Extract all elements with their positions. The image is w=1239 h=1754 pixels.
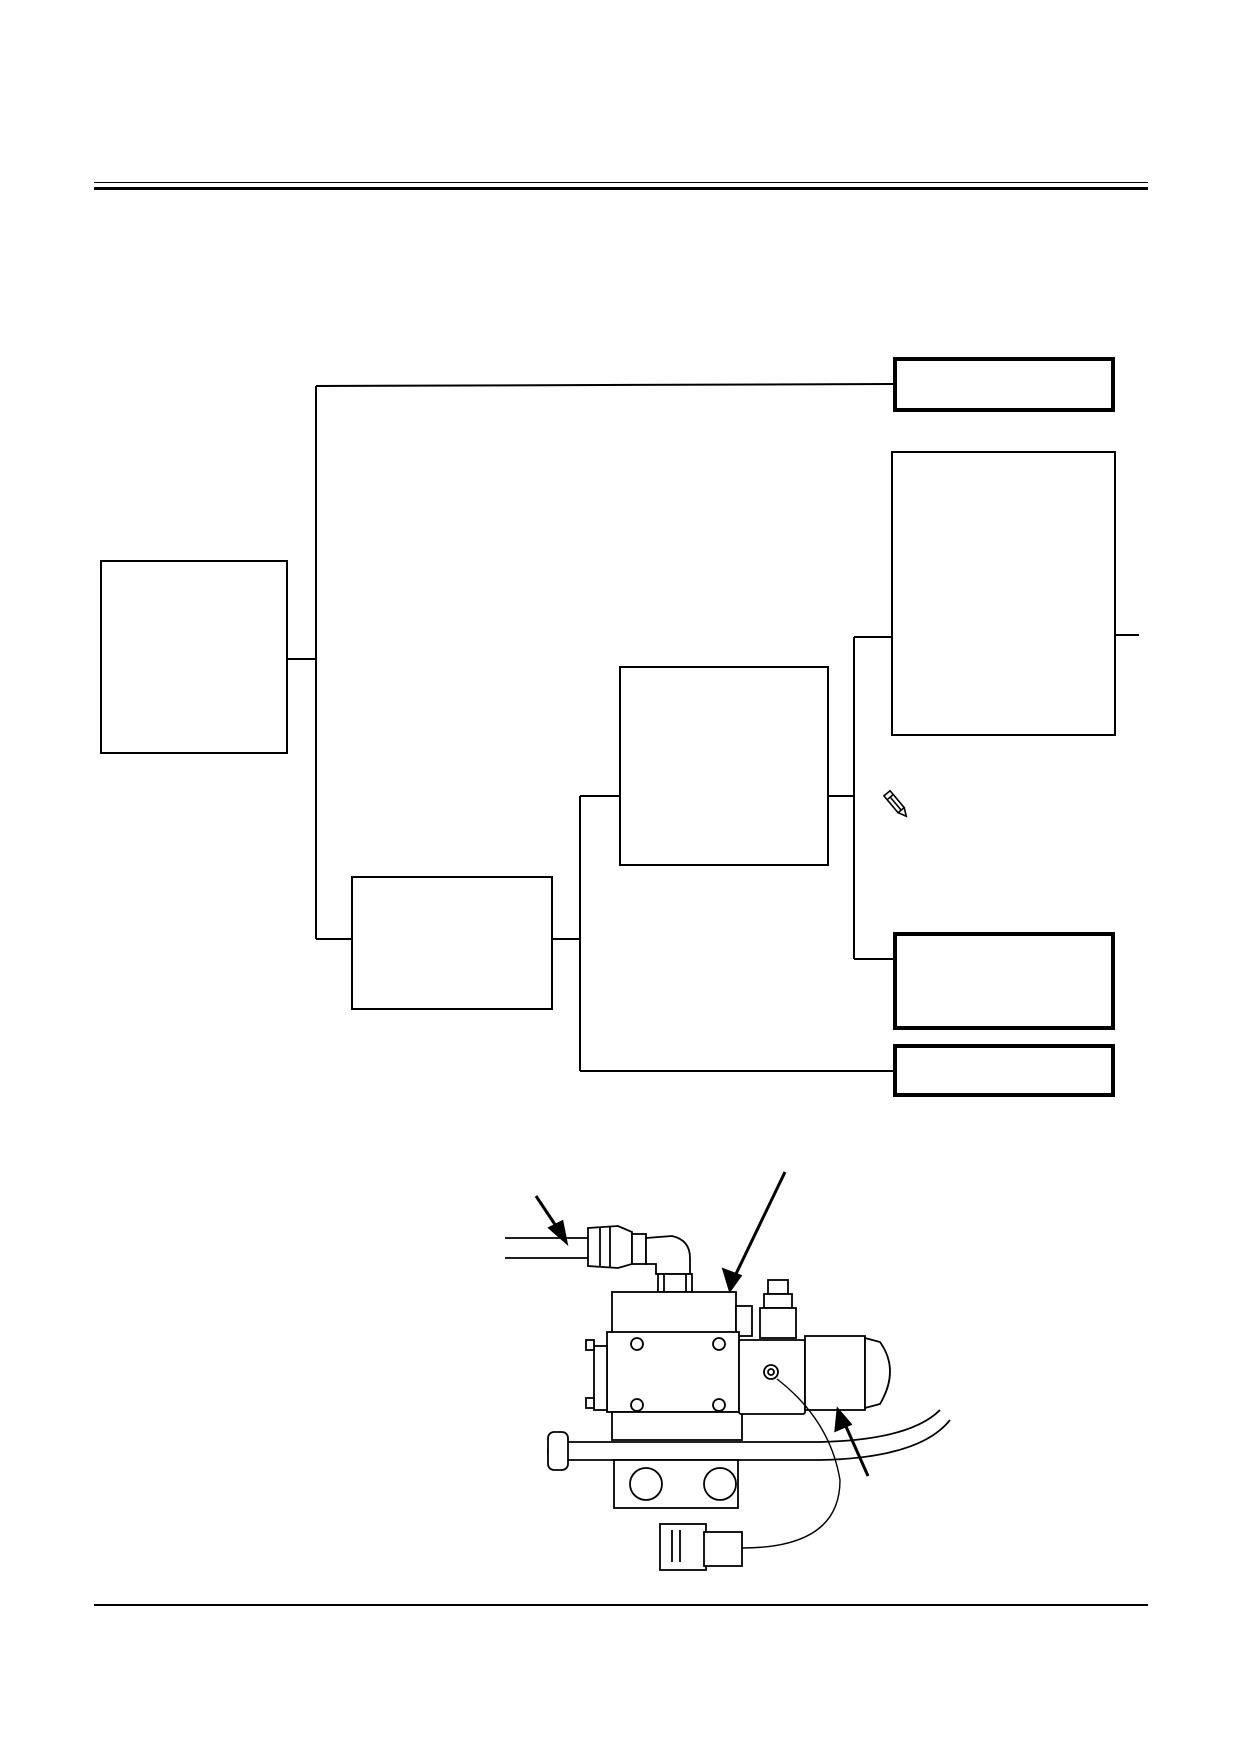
flow-box-middle [619,666,829,866]
flow-box-lower-right-a [893,932,1115,1030]
flow-box-lower-left [351,876,553,1010]
header-rule-thin [94,182,1148,183]
flow-box-lower-right-b [893,1044,1115,1097]
flow-box-root [100,560,288,754]
leader-arrow-right [842,1421,870,1477]
arrowhead-left [547,1219,569,1247]
header-rule-thick [94,187,1148,190]
flow-box-right-large [891,451,1116,736]
arrowhead-right [834,1406,853,1433]
flow-box-top-right [893,357,1115,412]
pencil-note-icon [882,789,908,818]
footer-rule [94,1604,1148,1606]
branch-top [315,383,896,387]
arrowhead-center [721,1267,743,1294]
leader-arrow-center [733,1171,787,1277]
